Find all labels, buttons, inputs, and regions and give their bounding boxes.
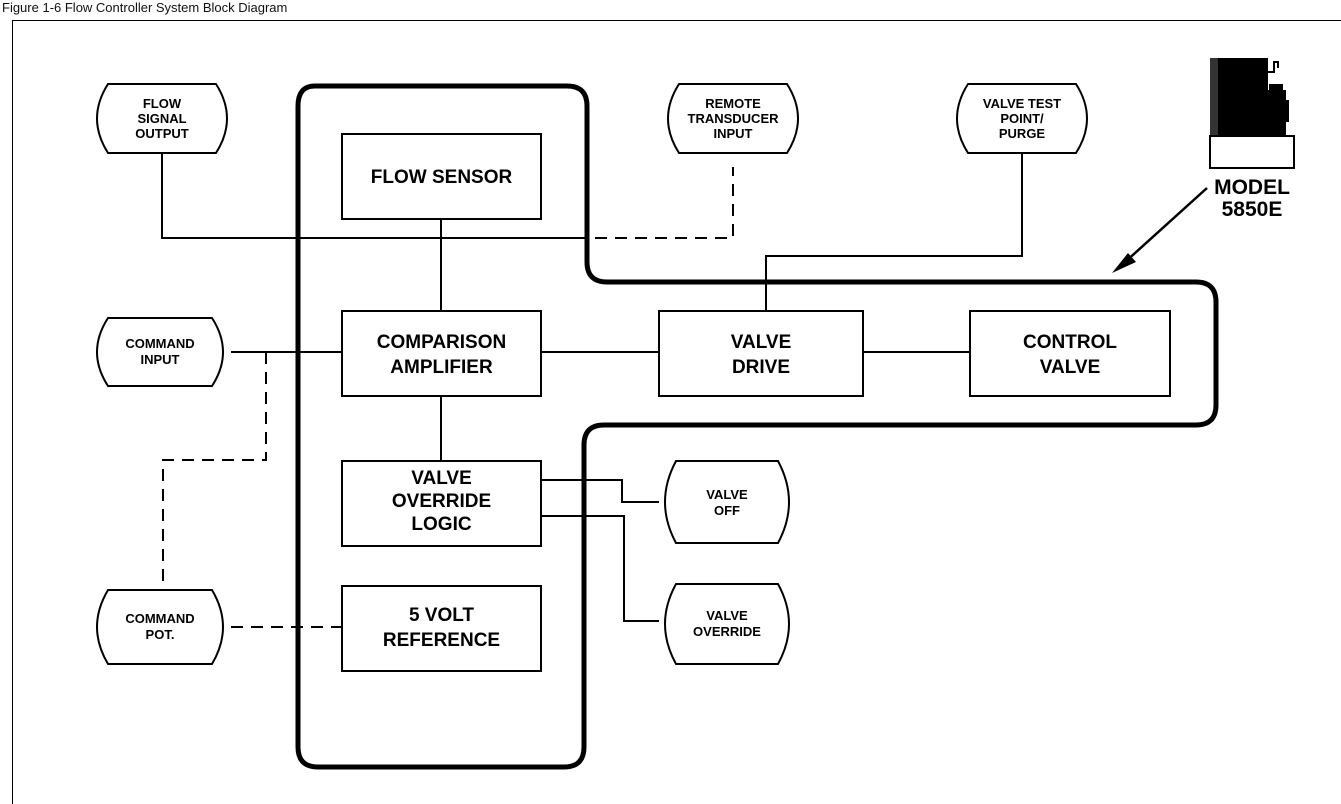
five-volt-reference-label-2: REFERENCE — [383, 630, 500, 651]
flow-signal-output-label-1: FLOW — [143, 96, 182, 111]
valve-override-label-1: VALVE — [706, 608, 748, 623]
valve-test-point-label-1: VALVE TEST — [983, 96, 1061, 111]
valve-drive-label-1: VALVE — [731, 332, 792, 353]
connector-flow-signal-output: FLOW SIGNAL OUTPUT — [96, 83, 228, 154]
valve-override-logic-label-1: VALVE — [411, 468, 472, 489]
valve-off-label-1: VALVE — [706, 487, 748, 502]
block-valve-drive: VALVE DRIVE — [658, 310, 864, 397]
control-valve-label-2: VALVE — [1040, 357, 1101, 378]
connector-command-pot: COMMAND POT. — [96, 589, 224, 665]
remote-transducer-input-label-2: TRANSDUCER — [688, 111, 780, 126]
model-pointer-arrow — [1112, 187, 1208, 273]
comparison-amplifier-label-1: COMPARISON — [377, 332, 506, 353]
valve-drive-label-2: DRIVE — [732, 357, 790, 378]
command-input-label-2: INPUT — [141, 352, 180, 367]
dashed-wires — [162, 167, 734, 628]
connector-command-input: COMMAND INPUT — [96, 317, 224, 387]
solid-wires — [161, 153, 1023, 622]
remote-transducer-input-label-1: REMOTE — [705, 96, 761, 111]
figure-caption: Figure 1-6 Flow Controller System Block … — [2, 0, 288, 15]
valve-test-point-label-2: POINT/ — [1000, 111, 1044, 126]
valve-override-logic-label-2: OVERRIDE — [392, 491, 491, 512]
five-volt-reference-label-1: 5 VOLT — [409, 605, 474, 626]
valve-override-logic-label-3: LOGIC — [411, 514, 471, 535]
command-pot-label-2: POT. — [146, 627, 175, 642]
block-control-valve: CONTROL VALVE — [969, 310, 1171, 397]
connector-valve-override: VALVE OVERRIDE — [664, 583, 790, 665]
connector-valve-off: VALVE OFF — [664, 460, 790, 544]
valve-test-point-label-3: PURGE — [999, 126, 1046, 141]
connector-valve-test-point: VALVE TEST POINT/ PURGE — [956, 83, 1088, 154]
connector-remote-transducer-input: REMOTE TRANSDUCER INPUT — [667, 83, 799, 154]
block-flow-sensor: FLOW SENSOR — [341, 133, 542, 220]
command-input-label-1: COMMAND — [125, 336, 194, 351]
command-pot-label-1: COMMAND — [125, 611, 194, 626]
block-comparison-amplifier: COMPARISON AMPLIFIER — [341, 310, 542, 397]
valve-override-label-2: OVERRIDE — [693, 624, 761, 639]
flow-signal-output-label-2: SIGNAL — [137, 111, 186, 126]
mass-flow-controller-icon — [1209, 58, 1295, 169]
comparison-amplifier-label-2: AMPLIFIER — [390, 357, 493, 378]
flow-signal-output-label-3: OUTPUT — [135, 126, 189, 141]
figure-frame — [12, 20, 1341, 804]
model-label-line2: 5850E — [1222, 198, 1283, 221]
model-label-line1: MODEL — [1214, 176, 1290, 199]
block-valve-override-logic: VALVE OVERRIDE LOGIC — [341, 460, 542, 547]
housing-outline — [295, 83, 1219, 770]
flow-sensor-label: FLOW SENSOR — [371, 167, 513, 188]
valve-off-label-2: OFF — [714, 503, 740, 518]
control-valve-label-1: CONTROL — [1023, 332, 1117, 353]
remote-transducer-input-label-3: INPUT — [714, 126, 753, 141]
block-five-volt-reference: 5 VOLT REFERENCE — [341, 585, 542, 672]
